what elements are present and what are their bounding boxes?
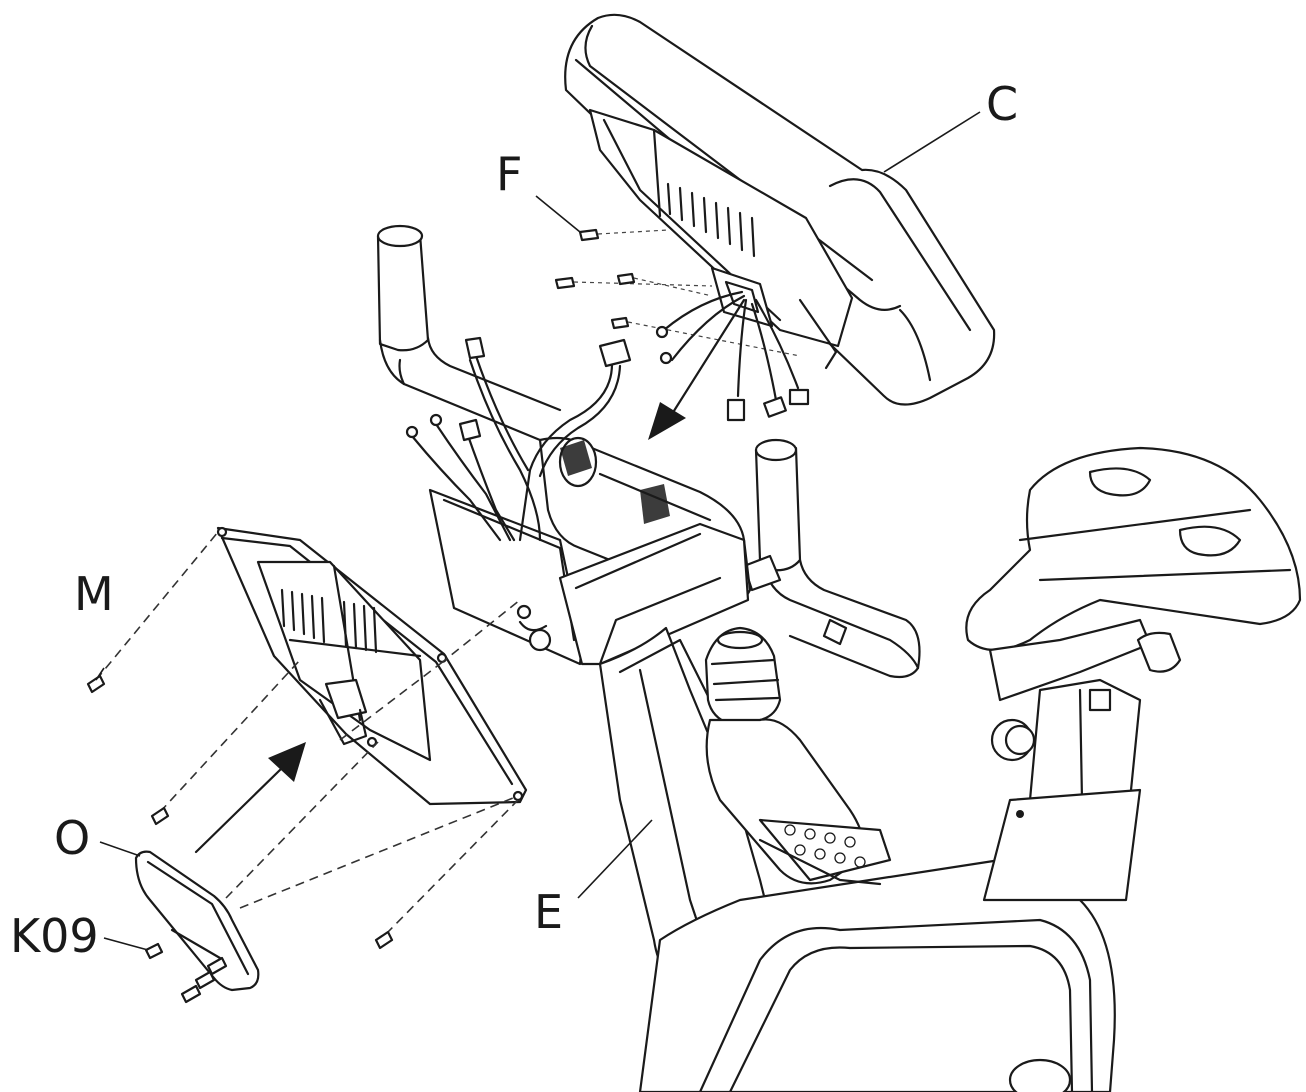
- label-f: F: [496, 147, 522, 201]
- leader-lines: [95, 111, 981, 951]
- bottle-holder-grid: [784, 824, 866, 868]
- label-o: O: [54, 811, 90, 865]
- arrow-console-down: [648, 298, 746, 440]
- screws-m: [86, 674, 394, 950]
- console-vent-slots: [666, 182, 756, 258]
- label-e: E: [534, 885, 563, 939]
- cable-bundle: [405, 336, 632, 542]
- upright-e: [428, 488, 1116, 1092]
- screws-k09: [144, 942, 228, 1004]
- alignment-lines: [95, 531, 521, 935]
- label-m: M: [74, 567, 114, 621]
- seat: [965, 446, 1302, 902]
- small-cover-o: [134, 850, 260, 992]
- console-wiring: [655, 290, 810, 422]
- label-k09: K09: [10, 909, 99, 963]
- back-cover-panel: [216, 526, 528, 806]
- screws-f: [554, 228, 801, 357]
- label-c: C: [986, 77, 1018, 131]
- cover-vent-slots: [280, 588, 378, 654]
- water-bottle: [704, 626, 892, 886]
- arrow-cover-up: [194, 742, 306, 854]
